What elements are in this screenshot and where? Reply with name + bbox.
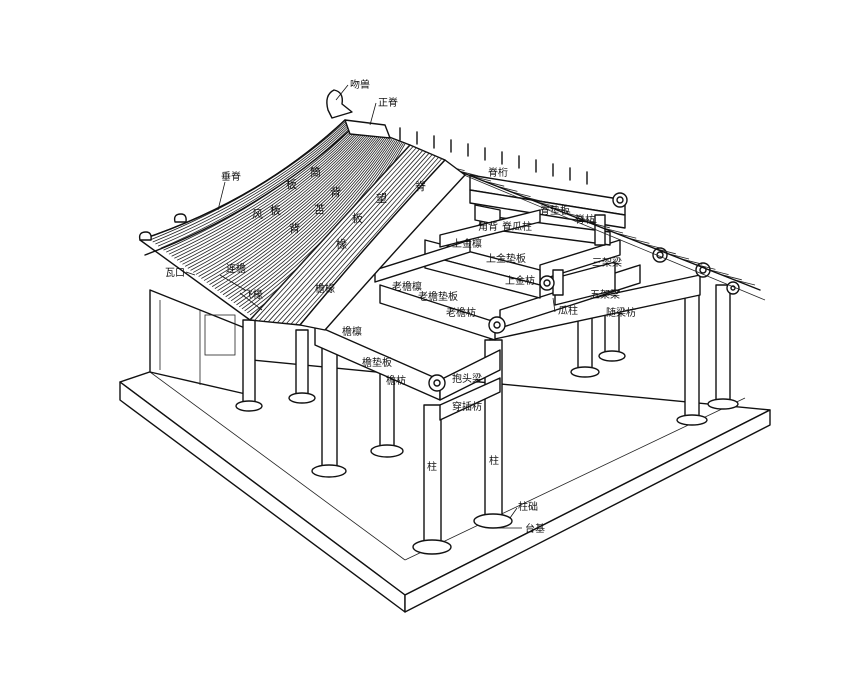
label-chuiji: 垂脊: [221, 170, 241, 183]
label-zhengji: 正脊: [378, 96, 398, 109]
label-ban3: 板: [352, 211, 363, 225]
rafters-right: [404, 149, 766, 301]
label-lao-yan-dian: 老檐垫板: [418, 290, 458, 303]
label-ji-chuan: 脊: [415, 179, 426, 193]
label-shang-jin-dian: 上金垫板: [486, 252, 526, 265]
label-lao-yan-heng: 老檐檩: [392, 280, 422, 293]
label-shang-jin-fang: 上金枋: [505, 274, 535, 287]
leader-lines: [185, 84, 556, 529]
roof-tiled: [138, 89, 411, 321]
label-ban2: 板: [270, 203, 281, 217]
label-shang-jin-heng: 上金檩: [452, 237, 482, 250]
label-ji-gua-zhu: 脊瓜柱: [502, 220, 532, 233]
platform-base: [119, 354, 771, 613]
label-tai-ji: 台基: [525, 522, 545, 535]
label-gua-zhu: 瓜柱: [558, 304, 578, 317]
label-feng: 风: [252, 208, 263, 221]
label-ji-dian-ban: 脊垫板: [540, 204, 570, 217]
label-chuan-cha-fang: 穿插枋: [452, 400, 482, 413]
ridge-posts: [399, 127, 588, 185]
label-san-jia-liang: 三架梁: [592, 256, 622, 269]
label-bao-tou-liang: 抱头梁: [452, 372, 482, 385]
label-ji-tong: 脊桁: [488, 166, 508, 179]
label-wakou: 瓦口: [165, 268, 185, 279]
labels: 吻兽 正脊 垂脊 瓦口 连檐 飞椽 风 板 板 筒 背 苫 背 望 板 脊 椽 …: [165, 78, 636, 535]
label-yan-heng: 檐檩: [342, 325, 362, 338]
label-ji-fang: 脊枋: [575, 213, 595, 226]
label-lao-yan-fang: 老檐枋: [446, 306, 476, 319]
label-mo-chuan: 檐椽: [315, 282, 335, 295]
label-lianyan: 连檐: [226, 262, 246, 275]
label-zhu2: 柱: [489, 454, 499, 467]
label-yan-dian-ban: 檐垫板: [362, 356, 392, 369]
label-sui-liang-fang: 随梁枋: [606, 306, 636, 319]
mid-columns: [235, 319, 404, 458]
label-chuan-hua: 椽: [336, 238, 347, 251]
label-yuan-b: 背: [330, 185, 341, 199]
label-yuan-a: 苫: [314, 203, 325, 216]
label-feichuan: 飞椽: [243, 288, 263, 301]
label-zhu: 柱: [427, 460, 437, 473]
label-yan-fang: 檐枋: [386, 374, 406, 387]
label-bei: 背: [289, 221, 300, 235]
beams: [314, 174, 740, 421]
label-zhu-ding: 柱础: [518, 500, 538, 513]
label-ban: 板: [286, 177, 297, 191]
roof-boards: [249, 144, 466, 331]
label-wenshou: 吻兽: [350, 78, 370, 91]
label-wu-jia-liang: 五架梁: [590, 288, 620, 301]
label-jiao-bei: 角背: [478, 220, 498, 233]
label-tong: 筒: [310, 165, 321, 179]
label-wang: 望: [376, 192, 387, 205]
